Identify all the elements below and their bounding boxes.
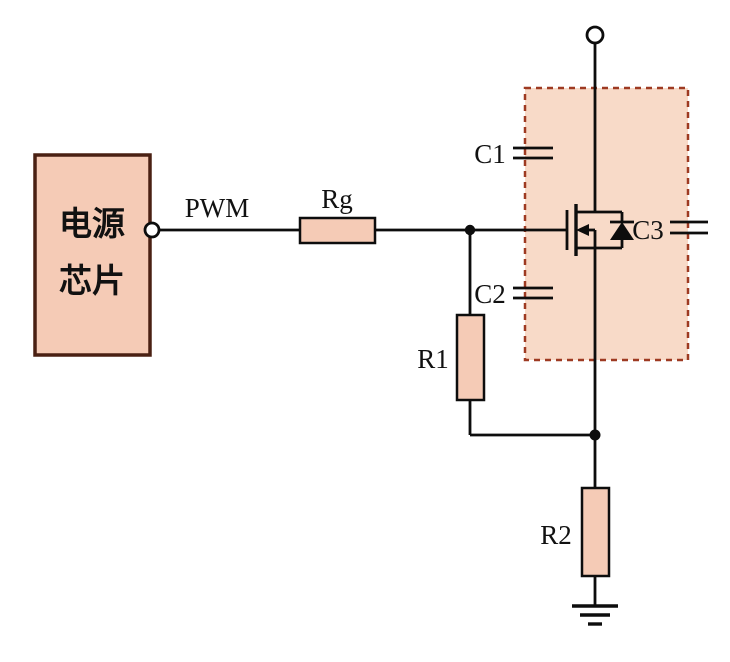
resistor-rg-body bbox=[298, 216, 377, 245]
power-chip-label-line2: 芯片 bbox=[59, 263, 125, 300]
capacitor-c1-label: C1 bbox=[474, 139, 506, 169]
power-chip-rect bbox=[33, 153, 152, 357]
resistor-r1-label: R1 bbox=[417, 344, 449, 374]
resistor-r1-body bbox=[455, 313, 486, 402]
top-terminal bbox=[585, 25, 605, 45]
resistor-r1: R1 bbox=[417, 313, 486, 402]
mosfet-dashed-region bbox=[523, 86, 690, 362]
junction-dot-source-node bbox=[589, 429, 601, 441]
capacitor-c2-label: C2 bbox=[474, 279, 506, 309]
capacitor-c2: C2 bbox=[474, 279, 553, 309]
capacitor-c3-label: C3 bbox=[632, 215, 664, 245]
ground-icon bbox=[572, 604, 618, 626]
junction-dot-gate-node bbox=[464, 224, 476, 236]
mosfet-arrow-icon bbox=[576, 224, 589, 236]
mosfet-icon bbox=[565, 204, 634, 256]
body-diode-icon bbox=[595, 210, 634, 250]
chip-output-terminal bbox=[143, 221, 161, 239]
resistor-rg: Rg bbox=[298, 184, 377, 245]
pwm-label: PWM bbox=[185, 193, 250, 223]
capacitor-c1: C1 bbox=[474, 139, 553, 169]
resistor-r2-label: R2 bbox=[540, 520, 572, 550]
capacitor-c3: C3 bbox=[632, 215, 708, 245]
resistor-r2-body bbox=[580, 486, 611, 578]
power-chip-label-line1: 电源 bbox=[59, 206, 125, 243]
resistor-rg-label: Rg bbox=[321, 184, 353, 214]
power-chip-box: 电源 芯片 bbox=[33, 153, 152, 357]
diode-triangle bbox=[610, 222, 634, 240]
resistor-r2: R2 bbox=[540, 486, 611, 578]
